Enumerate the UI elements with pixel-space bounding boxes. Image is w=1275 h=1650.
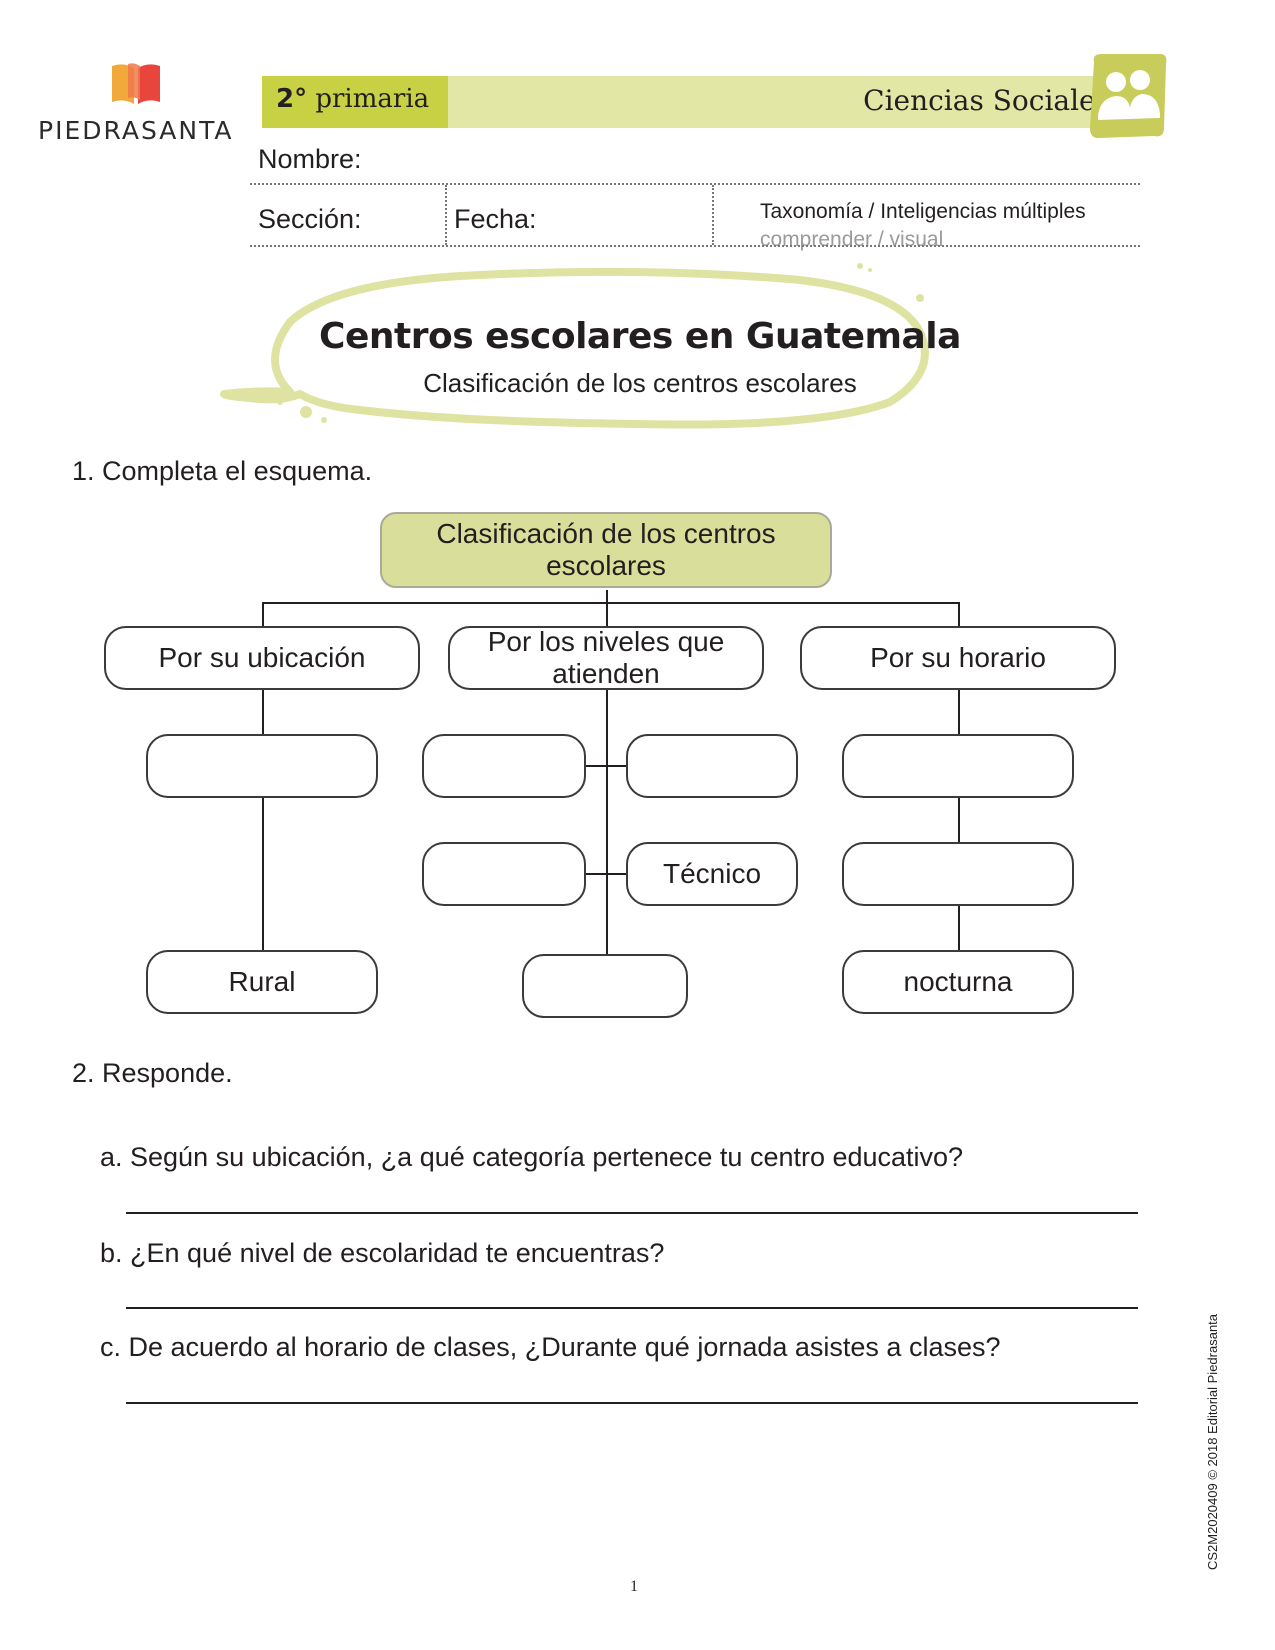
divider [445,185,447,245]
divider [250,183,1140,185]
question-c: c. De acuerdo al horario de clases, ¿Dur… [100,1332,1001,1363]
question-a: a. Según su ubicación, ¿a qué categoría … [100,1142,963,1173]
page-number: 1 [630,1578,638,1596]
connector-line [958,602,960,626]
horario-nocturna-box: nocturna [842,950,1074,1014]
ubicacion-rural-box: Rural [146,950,378,1014]
connector-line [262,602,264,626]
brand-logo [110,60,162,106]
connector-line [606,602,608,626]
niveles-answer-box[interactable] [422,734,586,798]
category-ubicacion: Por su ubicación [104,626,420,690]
niveles-answer-box[interactable] [626,734,798,798]
answer-line-b[interactable] [126,1307,1138,1309]
grade-number: 2° [276,84,307,114]
grade-label: 2° primaria [276,84,429,114]
connector-line [586,873,626,875]
divider [712,185,714,245]
connector-line [958,690,960,952]
category-niveles: Por los niveles que atienden [448,626,764,690]
page-subtitle: Clasificación de los centros escolares [200,368,1080,399]
category-horario: Por su horario [800,626,1116,690]
taxonomy-label: Taxonomía / Inteligencias múltiples [760,200,1086,224]
date-label: Fecha: [454,204,537,235]
ubicacion-answer-box[interactable] [146,734,378,798]
connector-line [586,765,626,767]
page-title: Centros escolares en Guatemala [200,316,1080,357]
copyright-text: CS2M2020409 © 2018 Editorial Piedrasanta [1205,1314,1220,1570]
niveles-tecnico-box: Técnico [626,842,798,906]
scheme-root: Clasificación de los centros escolares [380,512,832,588]
horario-answer-box[interactable] [842,842,1074,906]
brand-name: PIEDRASANTA [38,116,234,145]
connector-line [606,690,608,954]
answer-line-c[interactable] [126,1402,1138,1404]
section-label: Sección: [258,204,362,235]
horario-answer-box[interactable] [842,734,1074,798]
connector-line [262,602,960,604]
taxonomy-values: comprender / visual [760,228,943,252]
grade-word: primaria [315,84,429,114]
connector-line [262,690,264,952]
answer-line-a[interactable] [126,1212,1138,1214]
divider [250,245,1140,247]
niveles-answer-box[interactable] [422,842,586,906]
exercise-2-instruction: 2. Responde. [72,1058,233,1089]
book-icon [110,60,162,106]
niveles-answer-box[interactable] [522,954,688,1018]
question-b: b. ¿En qué nivel de escolaridad te encue… [100,1238,664,1269]
subject-title: Ciencias Sociales [780,84,1110,117]
name-label: Nombre: [258,144,362,175]
people-icon [1088,52,1168,140]
exercise-1-instruction: 1. Completa el esquema. [72,456,372,487]
